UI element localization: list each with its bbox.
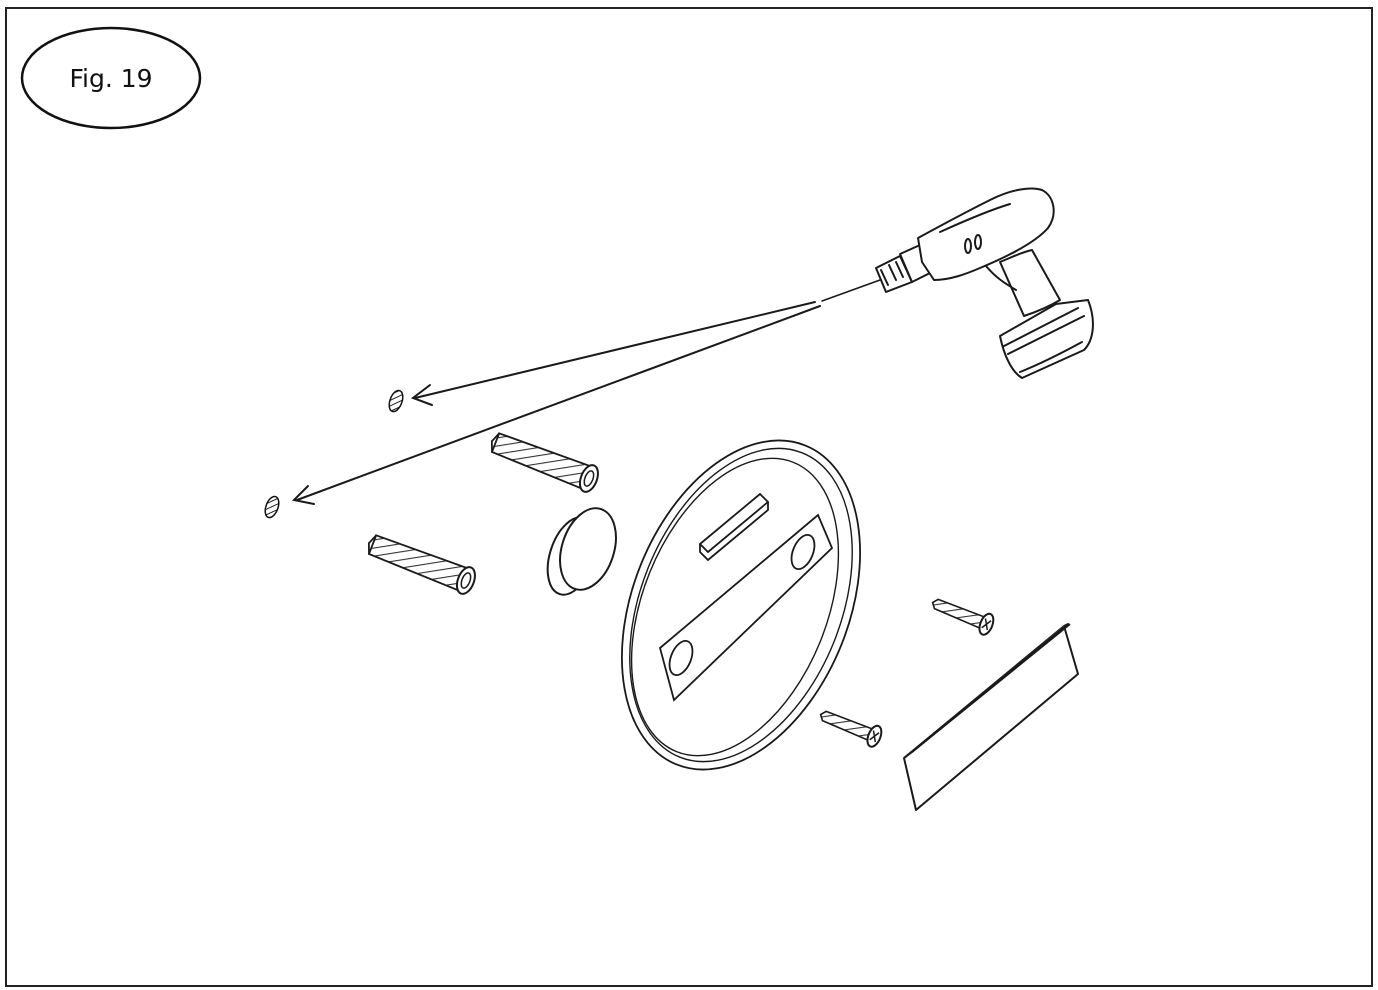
drill-hole-icon — [264, 495, 280, 519]
screw-icon — [819, 710, 883, 748]
round-base-plate-icon — [621, 439, 861, 771]
figure-label-ellipse — [20, 26, 202, 130]
cap-icon — [546, 507, 617, 596]
wall-plug-icon — [490, 432, 599, 493]
page-border — [5, 7, 1373, 987]
figure-label: Fig. 19 — [69, 63, 153, 93]
cover-strip-icon — [903, 623, 1079, 811]
drill-icon — [821, 187, 1094, 379]
screw-icon — [931, 598, 995, 636]
drill-hole-icon — [388, 389, 404, 413]
drilling-arrows — [291, 301, 821, 505]
wall-plug-icon — [367, 534, 476, 595]
